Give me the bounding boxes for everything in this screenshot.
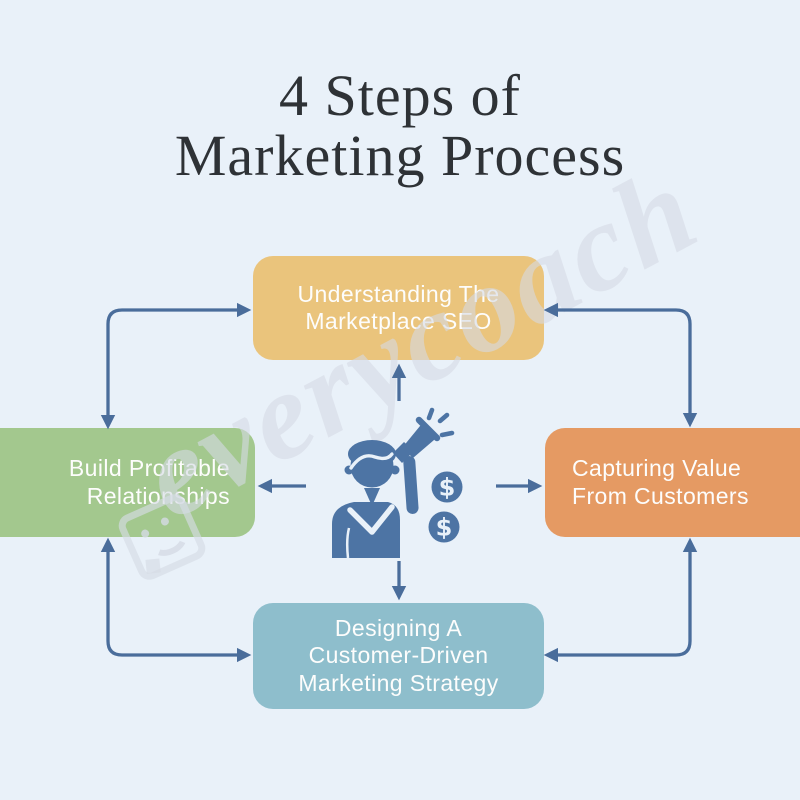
person-ear — [390, 465, 400, 475]
step-label-line: From Customers — [572, 482, 749, 509]
title-line-2: Marketing Process — [174, 123, 626, 189]
step-label-line: Build Profitable — [68, 455, 230, 481]
title-line-1: 4 Steps of — [279, 63, 521, 128]
step-label-line: Understanding The — [297, 280, 500, 307]
step-label-line: Relationships — [86, 482, 230, 509]
person-neck — [364, 488, 380, 506]
dollar-coin-icon — [428, 511, 460, 543]
step-box-build-relationships: Build Profitable Relationships — [0, 428, 255, 537]
logo-smile-icon — [143, 518, 193, 562]
step-box-designing-strategy: Designing A Customer-Driven Marketing St… — [253, 603, 544, 709]
coin-dollar-glyph: $ — [439, 474, 456, 502]
person-head — [350, 444, 394, 488]
connector-left-top — [100, 302, 252, 430]
step-box-understanding-marketplace: Understanding The Marketplace SEO — [253, 256, 544, 360]
page-title: 4 Steps of Marketing Process — [0, 63, 800, 189]
coin-dollar-glyph: $ — [436, 514, 453, 542]
connector-bottom-right — [543, 537, 698, 663]
logo-tail-icon — [145, 558, 161, 574]
marketer-megaphone-icon: $ $ — [332, 407, 463, 558]
dollar-coin-icon — [431, 471, 463, 503]
step-label-line: Capturing Value — [572, 455, 742, 481]
step-box-capturing-value: Capturing Value From Customers — [545, 428, 800, 537]
step-label-line: Customer-Driven — [308, 642, 489, 669]
step-label-line: Marketplace SEO — [305, 308, 492, 334]
connector-top-right — [543, 302, 698, 428]
person-arm — [403, 456, 419, 514]
step-label-line: Designing A — [334, 614, 463, 641]
step-label-line: Marketing Strategy — [298, 669, 499, 696]
sound-lines-icon — [426, 407, 455, 438]
